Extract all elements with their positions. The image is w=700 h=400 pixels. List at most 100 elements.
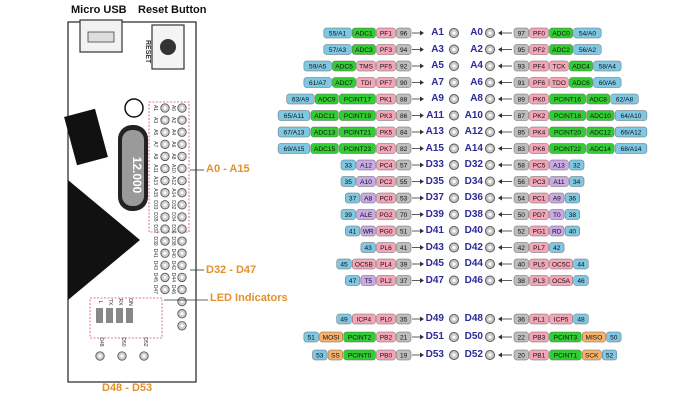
silk-label-left: A9 — [152, 153, 158, 159]
pin-chip: 39 — [340, 209, 356, 220]
pin-chip: 51 — [396, 225, 412, 237]
pin-chip-text: 46 — [577, 278, 585, 285]
pin-chip-bg — [593, 77, 622, 88]
pin-chip: 95 — [513, 44, 529, 55]
pin-chip-bg — [356, 77, 376, 88]
led-3 — [116, 308, 123, 323]
pin-chip: 69/A15 — [277, 143, 311, 154]
pin-chip: PL1 — [529, 313, 549, 325]
silk-label-right: A6 — [170, 141, 176, 147]
pin-chip: ADC3 — [352, 44, 376, 55]
pin-chip-text: 55/A1 — [329, 30, 347, 37]
pin-chip-bg — [529, 93, 549, 105]
pin-chip-bg — [569, 159, 585, 171]
pin-chip: PF1 — [376, 27, 396, 39]
pin-dot-hole — [488, 64, 492, 68]
pin-chip-text: ADC9 — [318, 96, 336, 103]
pin-chip-bg — [343, 349, 376, 361]
pin-chip: WR — [360, 225, 376, 237]
pin-chip-bg — [549, 93, 586, 105]
pin-chip: ALE — [356, 209, 376, 220]
silk-label-left: D33 — [152, 200, 158, 209]
pin-chip-text: PK3 — [380, 113, 393, 120]
pin-chip-bg — [376, 77, 396, 88]
header-pin-hole — [180, 118, 184, 122]
pin-chip-text: 39 — [345, 212, 353, 219]
pin-chip: ADC12 — [586, 126, 615, 138]
pin-chip-bg — [396, 77, 412, 88]
pin-chip: 94 — [396, 44, 412, 55]
pin-chip-bg — [573, 313, 589, 325]
pin-chip-text: PC0 — [380, 195, 393, 202]
pin-chip: 34 — [569, 176, 585, 187]
pin-chip-text: ADC4 — [572, 63, 590, 70]
pin-chip-bg — [339, 143, 376, 154]
pin-chip-bg — [529, 27, 549, 39]
pin-chip-bg — [303, 77, 332, 88]
pin-chip-bg — [327, 349, 343, 361]
pin-chip-text: 87 — [518, 113, 526, 120]
pin-chip-text: 35 — [400, 316, 408, 323]
pin-chip-bg — [340, 176, 356, 187]
pin-chip: RD — [549, 225, 565, 237]
pin-chip-bg — [529, 242, 549, 253]
pin-chip-text: 97 — [518, 30, 526, 37]
pin-dot-hole — [452, 317, 456, 321]
pin-chip: ADC6 — [569, 77, 593, 88]
pin-chip-text: PC1 — [533, 195, 546, 202]
pin-chip: PF5 — [376, 60, 396, 72]
pin-chip: PL2 — [376, 275, 396, 286]
pin-chip: PC5 — [529, 159, 549, 171]
pin-chip-text: ADC11 — [314, 113, 335, 120]
header-pin-hole — [180, 227, 184, 231]
pin-chip-text: TDO — [552, 80, 566, 87]
right-arrow — [498, 278, 502, 283]
pin-chip: 57 — [396, 159, 412, 171]
right-arrow — [498, 30, 502, 36]
pin-chip: SCK — [582, 349, 602, 361]
analog-header-outline — [148, 101, 190, 233]
pin-chip-text: 34 — [573, 179, 581, 186]
pin-chip: PK2 — [529, 110, 549, 121]
pin-chip-bg — [610, 93, 639, 105]
pin-chip-text: 52 — [518, 228, 526, 235]
pin-chip-bg — [549, 110, 586, 121]
header-pin-hole — [163, 239, 167, 243]
pin-chip: PCINT20 — [549, 126, 586, 138]
pin-chip-bg — [332, 77, 356, 88]
pin-chip-bg — [336, 313, 352, 325]
pin-chip-text: ADC8 — [589, 96, 607, 103]
pin-chip: PB3 — [529, 331, 549, 343]
pin-chip-bg — [529, 44, 549, 55]
pin-chip: MISO — [582, 331, 606, 343]
pin-chip-text: PC4 — [380, 162, 393, 169]
pin-chip: PL7 — [529, 242, 549, 253]
pin-chip-text: A11 — [553, 179, 565, 186]
pin-chip-bg — [376, 27, 396, 39]
header-pin-hole — [163, 154, 167, 158]
pin-chip-bg — [593, 60, 622, 72]
pin-chip-bg — [376, 159, 396, 171]
pin-chip: PL5 — [529, 258, 549, 270]
pin-chip-text: 66/A12 — [621, 129, 642, 136]
pin-chip-text: ADC12 — [590, 129, 612, 136]
pin-chip: PC4 — [376, 159, 396, 171]
pin-chip: PK1 — [376, 93, 396, 105]
pin-chip: 63/A9 — [286, 93, 315, 105]
pin-chip-bg — [586, 143, 615, 154]
pin-chip-text: PG2 — [379, 212, 393, 219]
pin-chip: 42 — [513, 242, 529, 253]
pin-chip-bg — [277, 126, 311, 138]
pin-chip: PB1 — [529, 349, 549, 361]
pin-dot-hole — [488, 196, 492, 200]
pin-chip-bg — [303, 60, 332, 72]
pin-chip-bg — [513, 331, 529, 343]
pin-chip-bg — [529, 209, 549, 220]
reset-button-cap[interactable] — [160, 39, 176, 55]
pin-dot-hole — [452, 80, 456, 85]
pin-chip: PL3 — [529, 275, 549, 286]
pin-dot-hole — [452, 64, 456, 68]
pin-chip-bg — [569, 60, 593, 72]
pin-chip: 56/A2 — [573, 44, 602, 55]
pin-chip-text: 65/A11 — [284, 113, 305, 120]
